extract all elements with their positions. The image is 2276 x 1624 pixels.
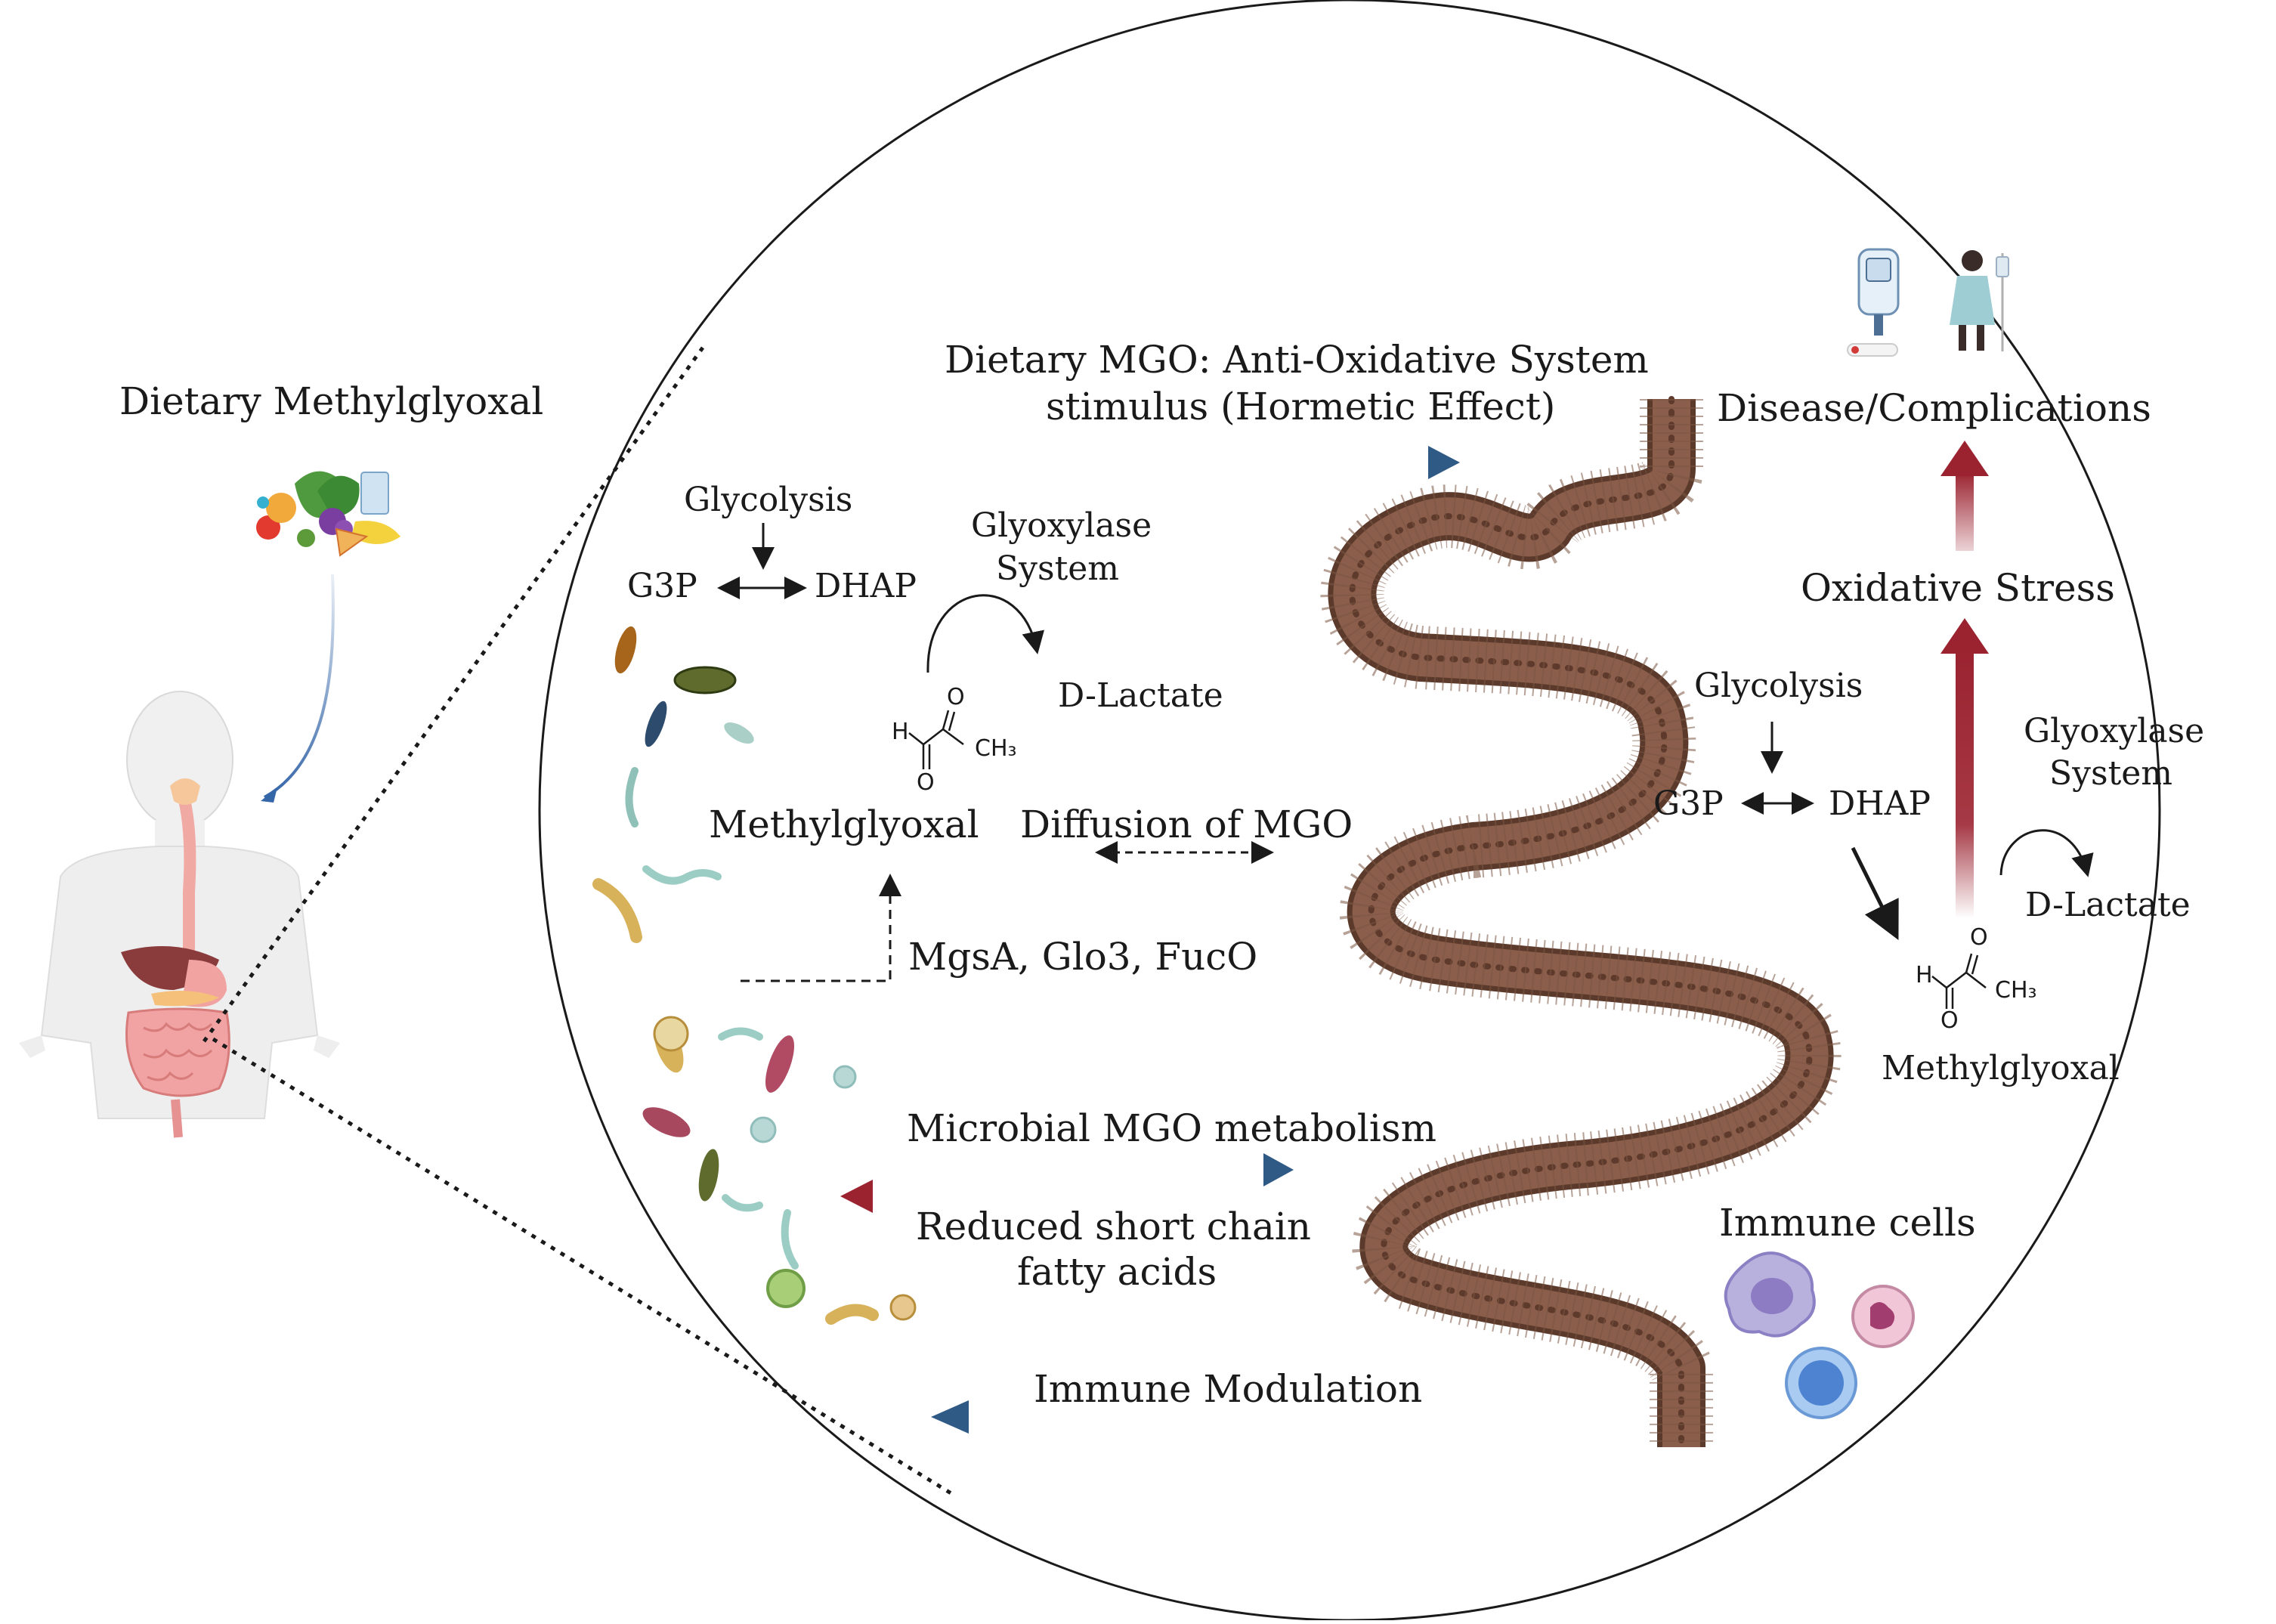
glucometer-icon xyxy=(1847,248,1900,357)
host-mgo-o2: O xyxy=(1970,924,1988,951)
bacterium-icon xyxy=(781,1209,799,1270)
food-basket-icon xyxy=(256,471,400,557)
enzymes-label: MgsA, Glo3, FucO xyxy=(908,935,1257,979)
host-mgo-structure: H O O CH₃ xyxy=(1916,924,2037,1034)
immune-cells-label: Immune cells xyxy=(1719,1201,1976,1245)
microbe-mgo-o2: O xyxy=(947,684,965,710)
host-glyoxylase-arrow xyxy=(1999,829,2094,877)
microbe-methylglyoxal: Methylglyoxal xyxy=(709,803,979,846)
microbe-g3p: G3P xyxy=(627,567,697,605)
immune-modulation-arrow-head xyxy=(931,1400,969,1434)
disease-arrow xyxy=(1956,472,1974,551)
oxidative-arrow xyxy=(1956,650,1974,918)
food-arrow-head xyxy=(261,787,277,803)
bacterium-icon xyxy=(833,1065,857,1089)
disease-label: Disease/Complications xyxy=(1717,386,2151,430)
scfa-arrow-head xyxy=(840,1180,873,1213)
host-glycolysis: Glycolysis xyxy=(1694,667,1863,705)
bacterium-icon xyxy=(592,878,642,943)
bacterium-icon xyxy=(653,1016,689,1052)
bacteria-cluster xyxy=(592,626,917,1325)
hormetic-arrow-head xyxy=(1428,446,1460,479)
bacterium-icon xyxy=(766,1269,806,1308)
microbe-glyoxylase-arrow xyxy=(926,594,1044,673)
bacterium-icon xyxy=(724,722,754,744)
dietary-mgo-title: Dietary Methylglyoxal xyxy=(119,379,543,423)
zoom-line-bottom xyxy=(212,1037,957,1499)
host-dhap: DHAP xyxy=(1829,784,1931,823)
enzyme-arrow xyxy=(741,874,901,982)
microbe-d-lactate: D-Lactate xyxy=(1058,676,1223,715)
host-g3p: G3P xyxy=(1653,784,1724,823)
host-mgo-o1: O xyxy=(1940,1007,1959,1034)
host-mgo-ch3: CH₃ xyxy=(1995,977,2037,1004)
microbial-mgo-label: Microbial MGO metabolism xyxy=(907,1106,1436,1150)
bacterium-icon xyxy=(750,1116,777,1143)
microbe-glyoxylase-1: Glyoxylase xyxy=(971,506,1152,545)
gut-wall xyxy=(1320,396,1842,1450)
host-d-lactate: D-Lactate xyxy=(2025,886,2191,924)
microbe-mgo-structure: H O O CH₃ xyxy=(892,684,1017,796)
immune-modulation-label: Immune Modulation xyxy=(1034,1367,1422,1411)
bacterium-icon xyxy=(722,1194,763,1212)
oxidative-arrow-head xyxy=(1940,618,1989,654)
hormetic-line2: stimulus (Hormetic Effect) xyxy=(1046,385,1555,428)
microbe-mgo-h: H xyxy=(892,719,909,745)
bacterium-icon xyxy=(889,1294,917,1321)
host-glyoxylase-2: System xyxy=(2049,754,2172,793)
bacterium-icon xyxy=(765,1035,794,1093)
host-glyoxylase-1: Glyoxylase xyxy=(2024,712,2204,750)
zoom-line-top xyxy=(202,346,705,1043)
bacterium-icon xyxy=(642,1107,691,1137)
host-methylglyoxal: Methylglyoxal xyxy=(1882,1049,2120,1087)
bacterium-icon xyxy=(642,865,722,885)
microbe-mgo-o1: O xyxy=(917,769,935,796)
microbe-glyoxylase-2: System xyxy=(996,549,1119,588)
bacterium-icon xyxy=(673,666,737,694)
microbe-glycolysis: Glycolysis xyxy=(684,481,852,519)
scfa-line2: fatty acids xyxy=(1017,1250,1217,1294)
bacterium-icon xyxy=(825,1304,879,1325)
host-dhap-mgo-arrow xyxy=(1851,846,1899,940)
immune-cells-icon xyxy=(1724,1251,1915,1419)
oxidative-stress-label: Oxidative Stress xyxy=(1801,566,2115,610)
bacterium-icon xyxy=(698,1149,719,1202)
microbe-dhap: DHAP xyxy=(815,567,917,605)
disease-arrow-head xyxy=(1940,441,1989,476)
hormetic-line1: Dietary MGO: Anti-Oxidative System xyxy=(945,338,1649,382)
bacterium-icon xyxy=(625,767,639,827)
food-to-mouth-arrow xyxy=(264,574,335,799)
human-body-digestive-icon xyxy=(19,691,340,1138)
microbial-mgo-arrow-head xyxy=(1263,1153,1294,1186)
bacterium-icon xyxy=(718,1027,763,1041)
scfa-line1: Reduced short chain xyxy=(916,1205,1311,1248)
diffusion-label: Diffusion of MGO xyxy=(1020,803,1353,846)
bacterium-icon xyxy=(614,626,637,674)
bacterium-icon xyxy=(645,701,667,747)
host-mgo-h: H xyxy=(1916,962,1933,988)
patient-icon xyxy=(1950,250,2009,351)
microbe-mgo-ch3: CH₃ xyxy=(975,735,1017,762)
